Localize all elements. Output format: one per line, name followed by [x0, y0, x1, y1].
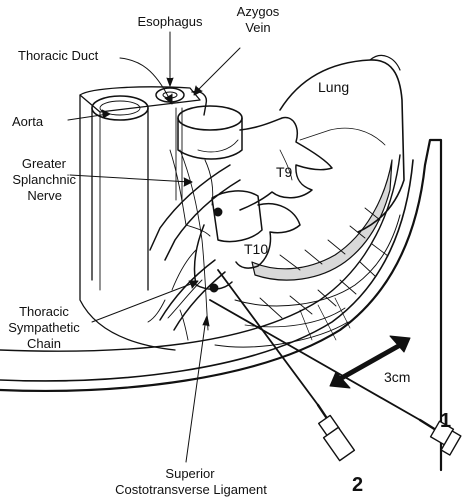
- skin-inner-contour: [0, 159, 414, 382]
- leader-lines: [67, 31, 241, 463]
- subcutaneous-contour: [0, 154, 401, 352]
- label-ligament-line2: Costotransverse Ligament: [115, 482, 267, 497]
- label-3cm: 3cm: [384, 369, 411, 385]
- label-lung: Lung: [318, 79, 350, 95]
- label-azygos-vein-line1: Azygos: [236, 4, 280, 19]
- rib-upper: [149, 164, 231, 251]
- lung-outline: [279, 59, 405, 233]
- label-thoracic-duct: Thoracic Duct: [18, 48, 99, 63]
- label-aorta: Aorta: [12, 114, 44, 129]
- distance-arrow: [329, 335, 411, 389]
- label-greater-splanchnic-line1: Greater: [21, 156, 66, 171]
- label-needle-1: 1: [440, 410, 452, 432]
- needle-2: [217, 269, 356, 462]
- aorta-drawing: [91, 95, 149, 291]
- label-t9: T9: [276, 164, 293, 180]
- label-sympathetic-line2: Sympathetic: [8, 320, 80, 335]
- label-sympathetic-line1: Thoracic: [19, 304, 69, 319]
- label-needle-2: 2: [352, 474, 364, 496]
- nerve-network: [147, 149, 223, 341]
- label-greater-splanchnic-line3: Nerve: [27, 188, 62, 203]
- label-greater-splanchnic-line2: Splanchnic: [12, 172, 76, 187]
- t10-vertebra: [193, 190, 301, 290]
- skin-outer-contour: [0, 138, 443, 472]
- needle-1: [209, 299, 462, 456]
- t9-vertebra: [177, 105, 333, 211]
- label-esophagus: Esophagus: [137, 14, 203, 29]
- label-ligament-line1: Superior: [165, 466, 215, 481]
- lung-pleura: [299, 127, 386, 146]
- label-sympathetic-line3: Chain: [27, 336, 61, 351]
- label-t10: T10: [244, 241, 269, 257]
- label-azygos-vein-line2: Vein: [245, 20, 271, 35]
